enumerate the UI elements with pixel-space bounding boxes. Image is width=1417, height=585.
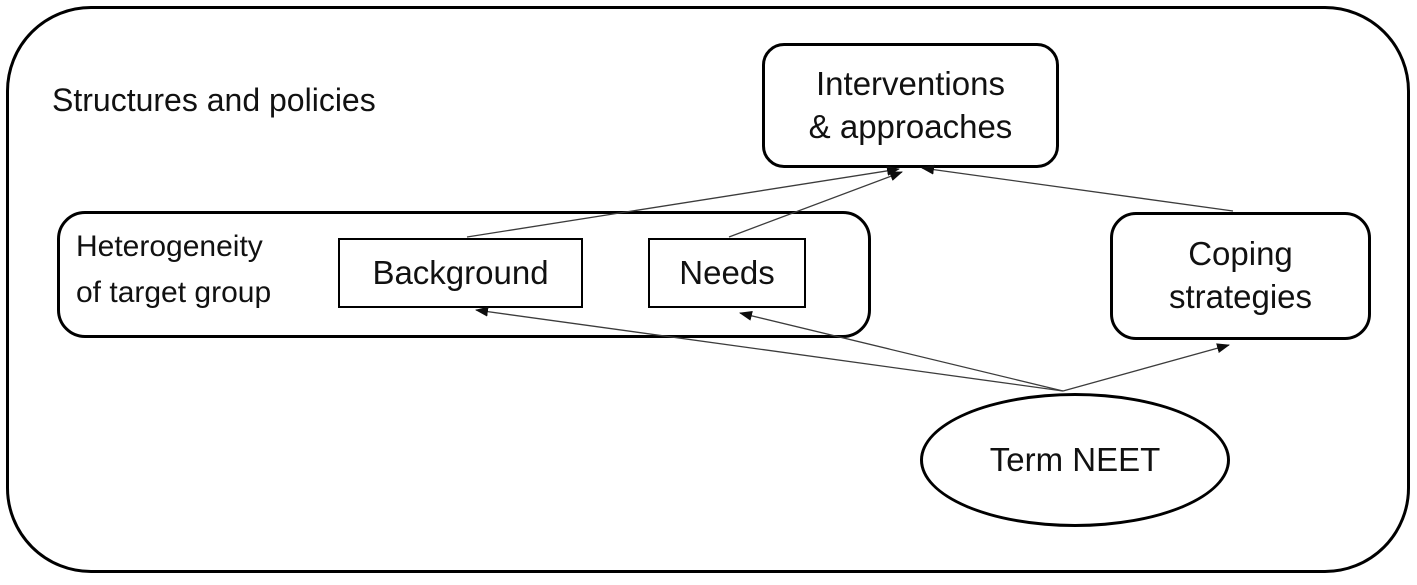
interventions-label-line1: Interventions [816, 64, 1005, 102]
background-label: Background [372, 253, 549, 291]
coping-strategies-node: Coping strategies [1110, 212, 1371, 340]
structures-policies-frame [6, 6, 1410, 573]
interventions-approaches-node: Interventions & approaches [762, 43, 1059, 168]
heterogeneity-label-line2: of target group [76, 276, 272, 309]
structures-policies-label: Structures and policies [52, 82, 376, 118]
needs-node: Needs [648, 238, 806, 308]
needs-label: Needs [679, 253, 775, 291]
interventions-label-line2: & approaches [808, 107, 1013, 145]
coping-label-line2: strategies [1168, 278, 1313, 315]
coping-label-line1: Coping [1188, 235, 1293, 273]
heterogeneity-group-node [57, 211, 871, 338]
heterogeneity-label-line1: Heterogeneity [76, 230, 263, 263]
heterogeneity-group-label: Heterogeneity of target group [76, 224, 271, 316]
term-neet-label: Term NEET [989, 440, 1161, 478]
background-node: Background [338, 238, 583, 308]
term-neet-node: Term NEET [920, 393, 1230, 527]
